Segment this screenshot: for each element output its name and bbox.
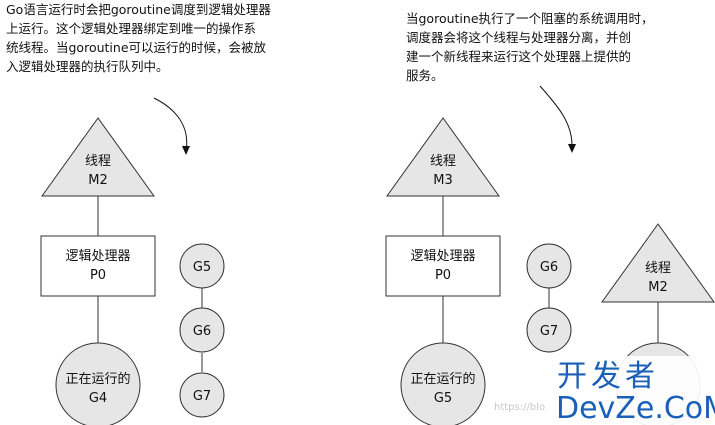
- watermark-cn: 开发者: [557, 359, 659, 394]
- left-processor-label: 逻辑处理器: [65, 249, 130, 264]
- left-thread-label: 线程: [85, 154, 111, 169]
- right-blocked-thread-node: 线程 M3: [386, 117, 500, 197]
- right-annotation-arrowhead: [568, 144, 576, 153]
- right-running-id: G5: [434, 391, 452, 406]
- watermark-url: https://blo: [494, 402, 545, 413]
- right-annotation-line: 服务。: [406, 68, 444, 83]
- right-running-goroutine: 正在运行的 G5: [400, 342, 486, 425]
- left-processor-node: 逻辑处理器 P0: [40, 235, 156, 297]
- right-annotation-arrow: [539, 85, 573, 146]
- right-annotation-line: 调度器会将这个线程与处理器分离，并创: [406, 30, 632, 45]
- left-annotation-line: 上运行。这个逻辑处理器绑定到唯一的操作系: [6, 21, 257, 36]
- left-annotation-arrow: [153, 97, 188, 153]
- goroutine-label: G5: [193, 260, 211, 275]
- right-processor-id: P0: [435, 268, 451, 283]
- left-annotation-arrowhead: [182, 146, 190, 155]
- left-running-label: 正在运行的: [65, 371, 130, 387]
- right-blocked-thread-label: 线程: [430, 154, 456, 169]
- right-annotation-line: 当goroutine执行了一个阻塞的系统调用时，: [406, 11, 654, 26]
- right-new-thread-label: 线程: [645, 261, 671, 276]
- left-annotation-line: Go语言运行时会把goroutine调度到逻辑处理器: [6, 2, 271, 17]
- right-annotation: 当goroutine执行了一个阻塞的系统调用时， 调度器会将这个线程与处理器分离…: [406, 9, 654, 85]
- left-processor-id: P0: [90, 268, 106, 283]
- left-thread-node: 线程 M2: [41, 117, 155, 197]
- goroutine-label: G7: [540, 324, 558, 339]
- left-queue-goroutine: G7: [179, 372, 225, 418]
- watermark: https://blo 开发者 DevZe.CoM: [494, 356, 715, 425]
- left-running-goroutine: 正在运行的 G4: [55, 342, 141, 425]
- right-running-label: 正在运行的: [410, 371, 475, 387]
- right-processor-label: 逻辑处理器: [410, 249, 475, 264]
- left-annotation: Go语言运行时会把goroutine调度到逻辑处理器 上运行。这个逻辑处理器绑定…: [6, 0, 271, 76]
- right-queue-goroutine: G6: [526, 243, 572, 289]
- right-blocked-thread-id: M3: [433, 173, 453, 188]
- right-queue-goroutine: G7: [526, 307, 572, 353]
- goroutine-label: G7: [193, 389, 211, 404]
- right-annotation-line: 建一个新线程来运行这个处理器上提供的: [406, 49, 632, 64]
- right-processor-node: 逻辑处理器 P0: [385, 235, 501, 297]
- left-running-id: G4: [89, 391, 107, 406]
- goroutine-label: G6: [193, 324, 211, 339]
- right-new-thread-node: 线程 M2: [601, 223, 715, 303]
- left-queue-goroutine: G6: [179, 307, 225, 353]
- left-queue-goroutine: G5: [179, 243, 225, 289]
- watermark-en: DevZe.CoM: [556, 391, 715, 425]
- left-annotation-line: 统线程。当goroutine可以运行的时候，会被放: [6, 40, 267, 55]
- left-thread-id: M2: [88, 173, 108, 188]
- goroutine-label: G6: [540, 260, 558, 275]
- right-new-thread-id: M2: [648, 280, 668, 295]
- left-annotation-line: 入逻辑处理器的执行队列中。: [6, 59, 169, 74]
